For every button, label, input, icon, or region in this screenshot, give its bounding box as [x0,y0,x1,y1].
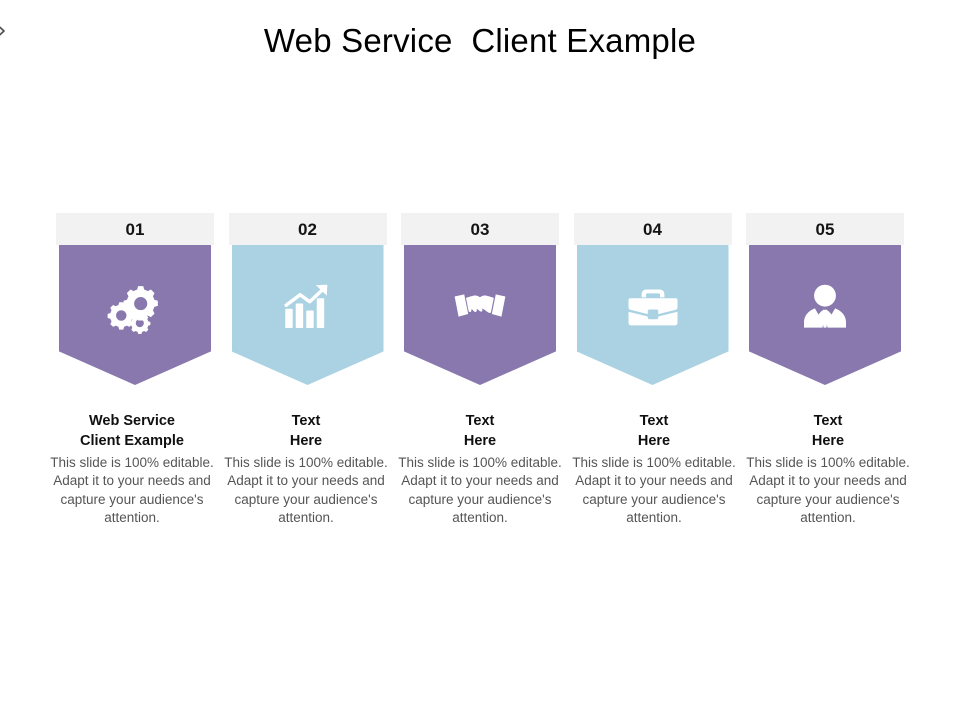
text-col-body: This slide is 100% editable. Adapt it to… [398,455,562,525]
text-col-title: Web Service Client Example [80,413,184,449]
businessman-icon [797,279,853,335]
text-col-body: This slide is 100% editable. Adapt it to… [572,455,736,525]
card-number-label: 04 [643,219,662,239]
card-04[interactable]: 04 [573,213,732,385]
card-number-strip-04: 04 [573,213,732,245]
text-col-title: Text Here [811,413,845,449]
card-banner-03[interactable] [404,245,556,385]
card-number-strip-05: 05 [746,213,904,245]
handshake-icon [452,279,508,335]
card-05[interactable]: 05 [746,213,904,385]
text-col-02: Text Here This slide is 100% editable. A… [222,412,390,527]
card-number-label: 02 [298,219,317,239]
cards-row: 01 02 [56,213,904,385]
text-col-03: Text Here This slide is 100% editable. A… [396,412,564,527]
card-02[interactable]: 02 [228,213,387,385]
card-banner-04[interactable] [576,245,729,385]
card-banner-05[interactable] [749,245,901,385]
card-number-label: 03 [470,219,490,239]
card-number-strip-02: 02 [228,213,387,245]
text-col-body: This slide is 100% editable. Adapt it to… [746,455,910,525]
text-col-body: This slide is 100% editable. Adapt it to… [50,455,214,525]
text-col-04: Text Here This slide is 100% editable. A… [570,412,738,527]
card-number-label: 05 [815,219,835,239]
text-col-title: Text Here [463,413,497,449]
card-number-label: 01 [125,219,145,239]
text-col-title: Text Here [289,413,323,449]
text-col-title: Text Here [637,413,671,449]
gears-icon [107,279,163,335]
card-number-strip-03: 03 [401,213,559,245]
text-col-05: Text Here This slide is 100% editable. A… [744,412,912,527]
card-number-strip-01: 01 [56,213,214,245]
card-banner-01[interactable] [59,245,211,385]
text-col-body: This slide is 100% editable. Adapt it to… [224,455,388,525]
page-title: Web Service Client Example [263,22,697,59]
briefcase-icon [625,279,681,335]
chevron-outline-icon [0,0,40,68]
text-col-01: Web Service Client Example This slide is… [48,412,216,527]
texts-row: Web Service Client Example This slide is… [48,412,912,527]
bar-chart-growth-icon [280,279,336,335]
card-banner-02[interactable] [231,245,384,385]
card-03[interactable]: 03 [401,213,559,385]
card-01[interactable]: 01 [56,213,214,385]
